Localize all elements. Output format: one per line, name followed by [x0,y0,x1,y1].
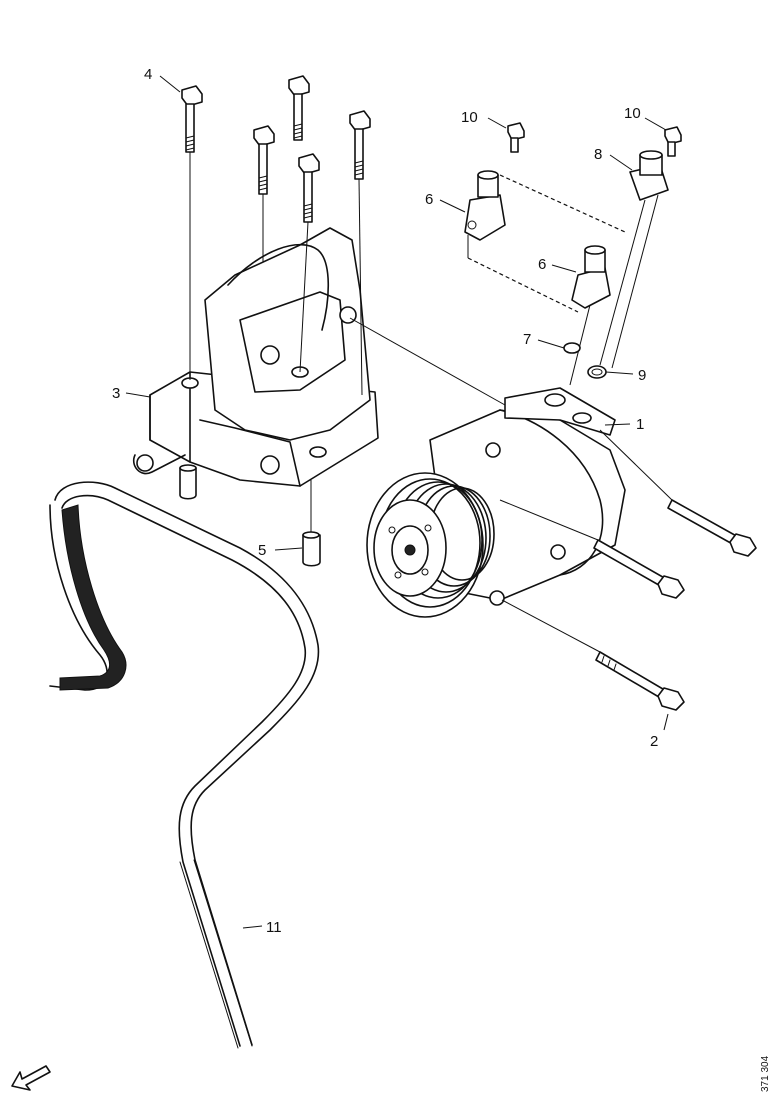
callout-5: 5 [258,542,266,559]
dowel-sleeves [179,464,321,567]
compressor-bolts [499,429,757,731]
callout-leaders [125,75,667,929]
callout-10-left: 10 [461,109,478,126]
callout-11: 11 [266,919,282,936]
pipe-flanges [464,122,682,386]
bolt-2b [499,499,685,599]
direction-arrow-icon [11,1065,51,1091]
bolt-4a [181,85,203,380]
bolt-4b [288,75,310,141]
callout-6-upper: 6 [425,191,433,208]
bolt-2a [599,429,757,557]
fitting-8 [599,150,669,369]
callout-4: 4 [144,66,152,83]
callout-7: 7 [523,331,531,348]
bolt-2c [501,599,685,711]
bracket-bolts [181,75,371,396]
flange-6a [464,170,626,313]
figure-reference-code: 371 304 [760,1055,771,1092]
callout-1: 1 [636,416,644,433]
mounting-bracket [133,227,379,487]
bolt-4c [253,125,275,262]
ac-compressor [349,317,626,618]
seal-9 [587,365,607,379]
callout-2: 2 [650,733,658,750]
bolt-4d [298,153,320,373]
flange-screws-10 [507,122,682,157]
callout-8: 8 [594,146,602,163]
flange-6b [569,245,611,386]
callout-9: 9 [638,367,646,384]
callout-labels: 1 2 3 4 5 6 6 7 8 9 10 10 11 [112,66,658,936]
drive-belt [49,481,320,1049]
callout-10-right: 10 [624,105,641,122]
seal-7 [563,342,581,354]
bolt-4e [349,110,371,396]
callout-6-lower: 6 [538,256,546,273]
callout-3: 3 [112,385,120,402]
